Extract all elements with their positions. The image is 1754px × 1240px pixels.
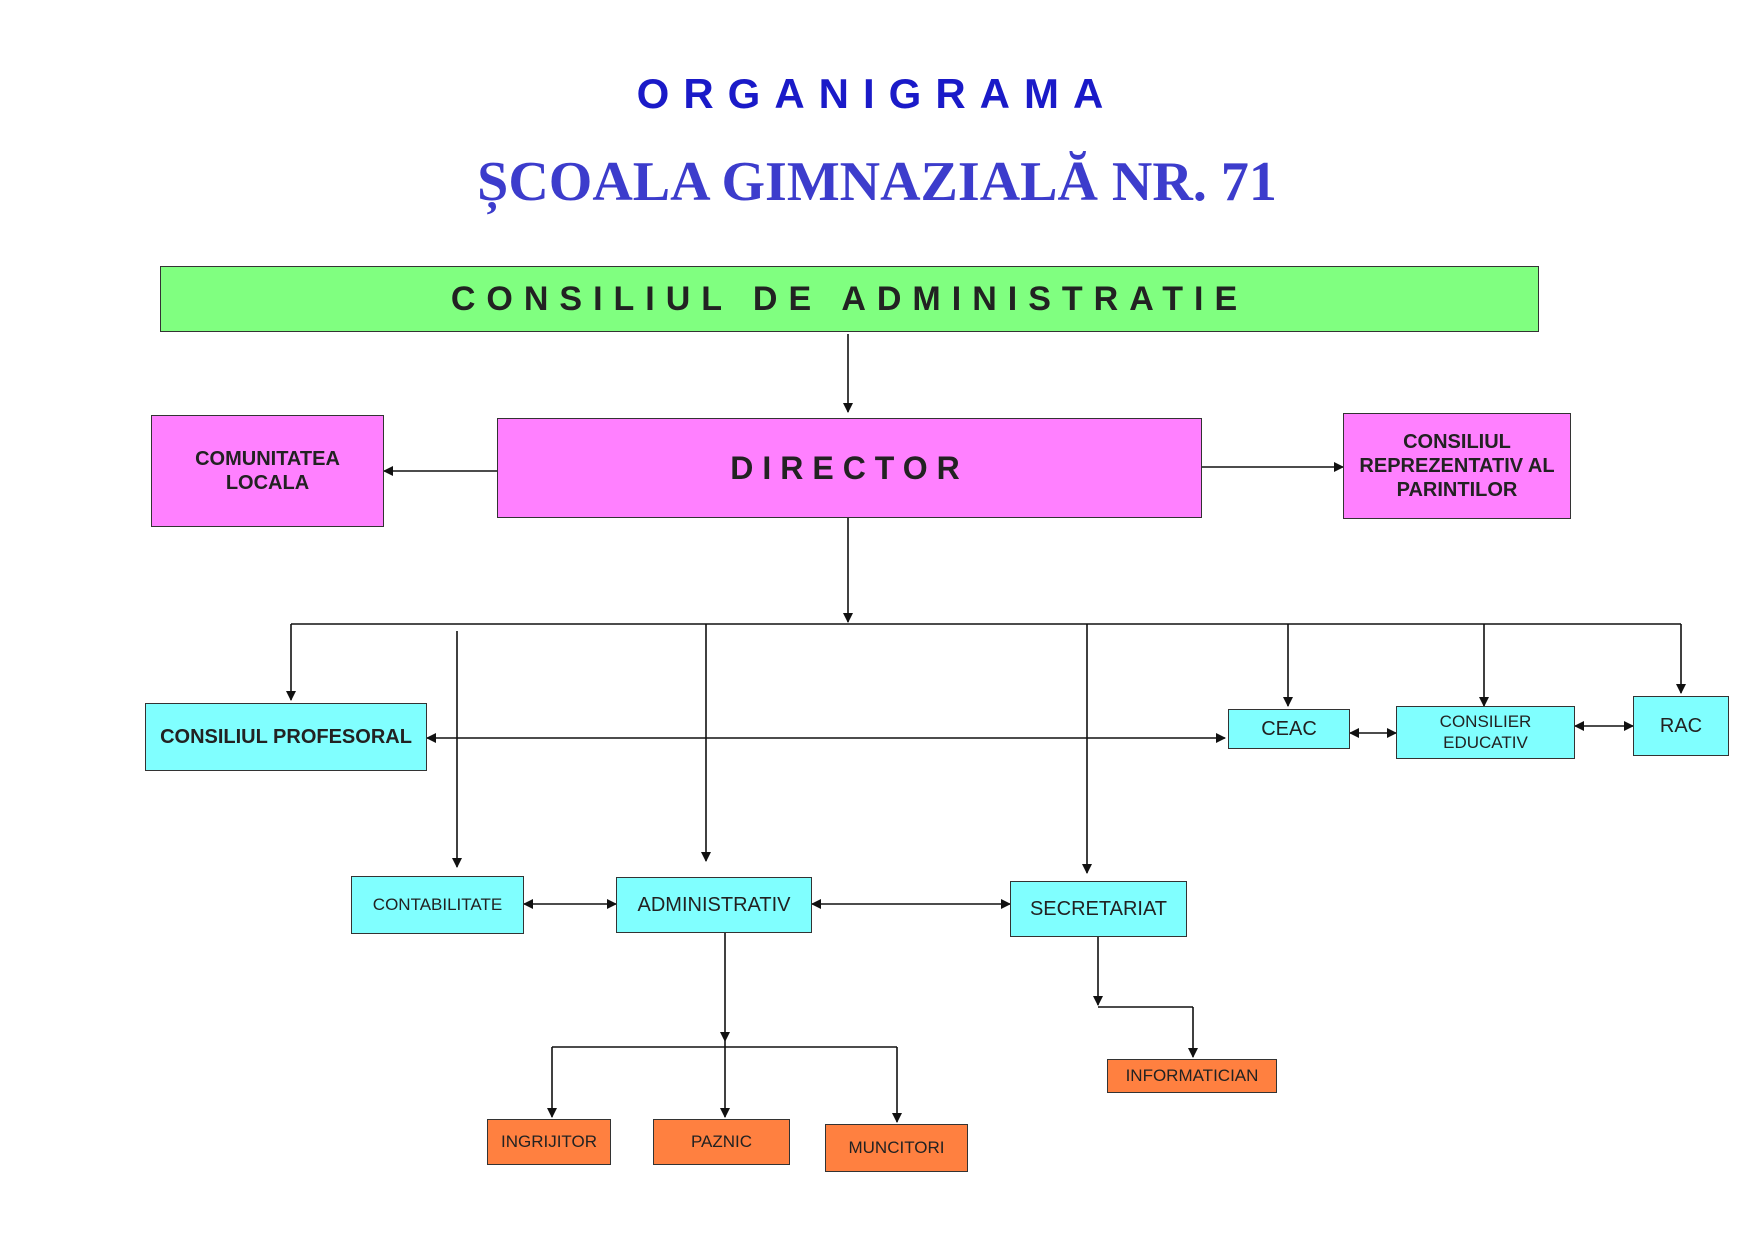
school-name: ȘCOALA GIMNAZIALĂ NR. 71	[477, 151, 1277, 213]
paznic-box: PAZNIC	[653, 1119, 790, 1165]
consiliul-parintilor-box: CONSILIUL REPREZENTATIV AL PARINTILOR	[1343, 413, 1571, 519]
consilier-educativ-box: CONSILIER EDUCATIV	[1396, 706, 1575, 759]
administrativ-box: ADMINISTRATIV	[616, 877, 812, 933]
rac-box: RAC	[1633, 696, 1729, 756]
chart-title: ORGANIGRAMA	[636, 70, 1118, 117]
ceac-box: CEAC	[1228, 709, 1350, 749]
ingrijitor-box: INGRIJITOR	[487, 1119, 611, 1165]
secretariat-box: SECRETARIAT	[1010, 881, 1187, 937]
informatician-box: INFORMATICIAN	[1107, 1059, 1277, 1093]
contabilitate-box: CONTABILITATE	[351, 876, 524, 934]
muncitori-box: MUNCITORI	[825, 1124, 968, 1172]
consiliul-administratie-box: CONSILIUL DE ADMINISTRATIE	[160, 266, 1539, 332]
director-box: DIRECTOR	[497, 418, 1202, 518]
consiliul-profesoral-box: CONSILIUL PROFESORAL	[145, 703, 427, 771]
comunitatea-locala-box: COMUNITATEA LOCALA	[151, 415, 384, 527]
